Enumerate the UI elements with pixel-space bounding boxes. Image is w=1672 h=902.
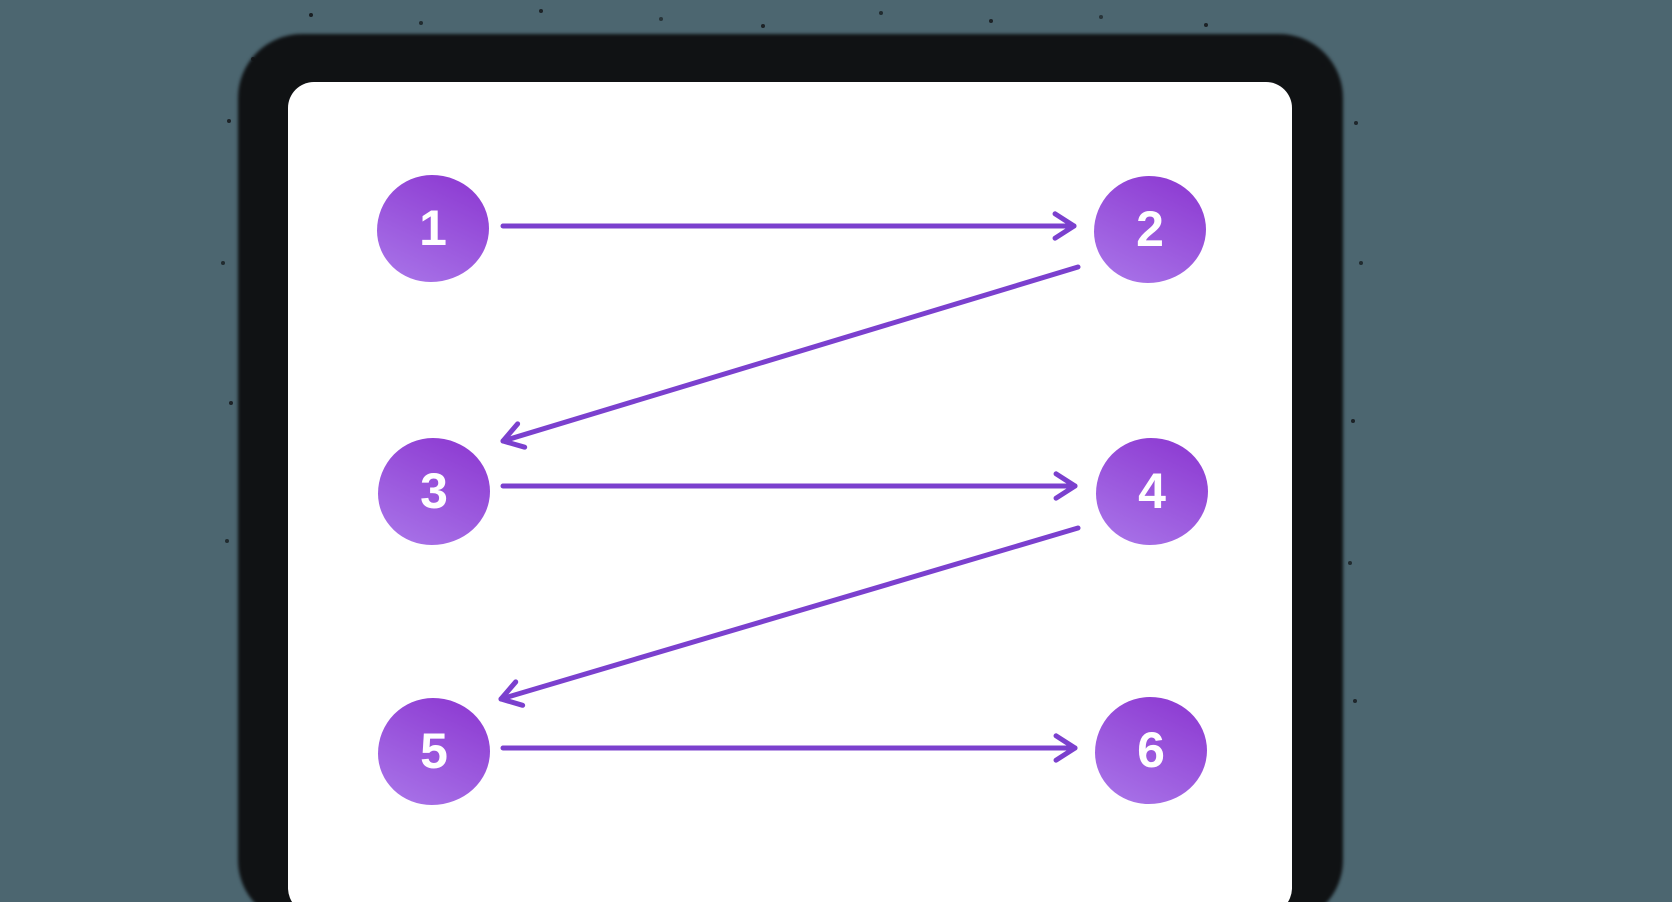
diagram-card: 1 2 3 4 5 6 [288,82,1292,902]
node-label: 3 [420,462,448,519]
flow-node-2: 2 [1094,176,1206,283]
node-label: 5 [420,722,448,779]
flow-node-6: 6 [1095,697,1207,804]
node-label: 6 [1137,721,1165,778]
node-label: 1 [419,199,447,256]
flow-node-5: 5 [378,698,490,805]
edge-2-3 [500,264,1081,450]
grain-speckles [0,0,2,2]
flow-edges-svg [498,211,1081,763]
node-label: 4 [1138,462,1166,519]
flow-node-1: 1 [377,175,489,282]
flow-node-3: 3 [378,438,490,545]
flow-node-4: 4 [1096,438,1208,545]
edge-4-5 [498,525,1081,708]
node-label: 2 [1136,200,1164,257]
